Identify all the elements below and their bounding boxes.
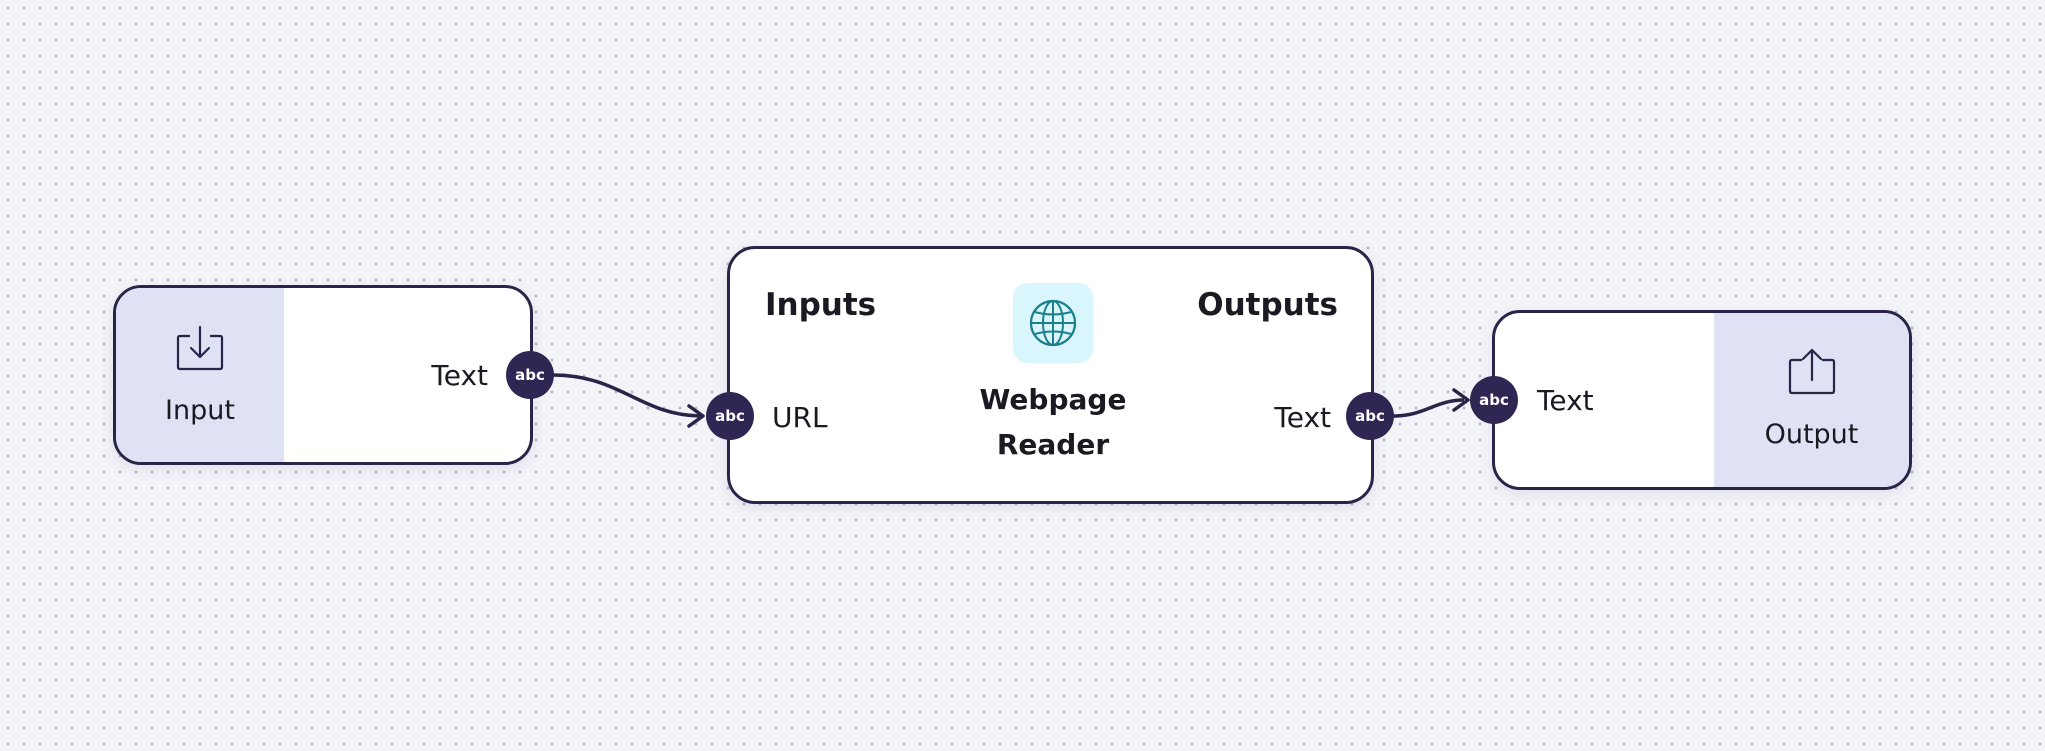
webpage-reader-title-line2: Reader: [996, 428, 1110, 461]
reader-url-input-port[interactable]: abc: [706, 392, 754, 440]
edge-input-to-reader[interactable]: [552, 373, 701, 418]
output-node-panel: Output: [1714, 313, 1909, 487]
webpage-reader-title-line1: Webpage: [979, 383, 1127, 416]
text-output-port-label: Text: [1274, 401, 1331, 434]
output-node-label: Output: [1764, 419, 1859, 450]
webpage-reader-node[interactable]: Inputs Outputs Webpage Reader URL Text: [727, 246, 1374, 504]
input-node-port-label: Text: [431, 359, 488, 392]
input-node[interactable]: Input Text: [113, 285, 533, 465]
outputs-heading: Outputs: [1197, 287, 1338, 323]
output-node[interactable]: Text Output: [1492, 310, 1912, 490]
import-icon: [175, 324, 225, 378]
output-node-port-label: Text: [1537, 384, 1594, 417]
output-node-input-port[interactable]: abc: [1470, 376, 1518, 424]
input-node-panel: Input: [116, 288, 284, 462]
edge-arrowhead-reader: [687, 404, 705, 428]
input-node-label: Input: [165, 395, 235, 426]
input-node-output-port[interactable]: abc: [506, 351, 554, 399]
webpage-reader-title: Webpage Reader: [923, 377, 1183, 467]
edge-arrowhead-output: [1452, 388, 1470, 412]
reader-text-output-port[interactable]: abc: [1346, 392, 1394, 440]
export-icon: [1787, 346, 1837, 400]
url-port-label: URL: [772, 401, 828, 434]
inputs-heading: Inputs: [765, 287, 877, 323]
edge-reader-to-output[interactable]: [1392, 398, 1465, 418]
globe-icon-box: [1013, 283, 1093, 363]
